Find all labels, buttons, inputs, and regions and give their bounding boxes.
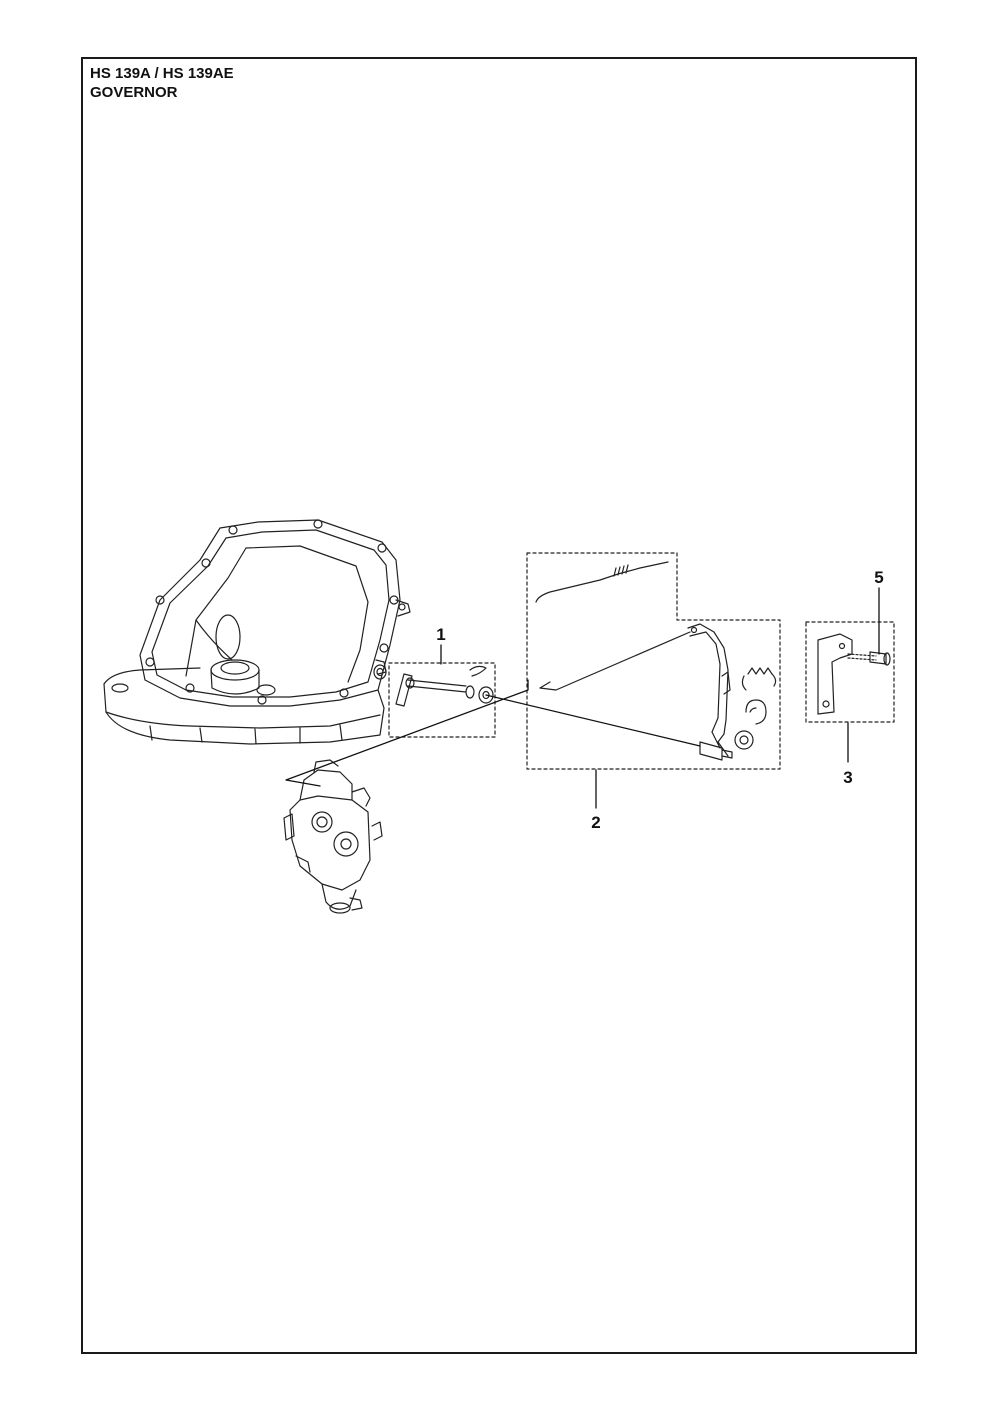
section-title: GOVERNOR <box>90 84 178 101</box>
model-title: HS 139A / HS 139AE <box>90 65 234 82</box>
callout-3: 3 <box>843 768 852 787</box>
assembly-1-governor-shaft <box>373 662 496 738</box>
callout-2: 2 <box>591 813 600 832</box>
connection-lines <box>285 587 880 809</box>
carburetor <box>283 759 383 914</box>
assembly-2-governor-arm <box>526 552 781 770</box>
crankcase-housing <box>103 519 411 745</box>
callout-1: 1 <box>436 625 445 644</box>
callout-5: 5 <box>874 568 883 587</box>
page-title: HS 139A / HS 139AE GOVERNOR <box>90 64 234 102</box>
assembly-3-bracket <box>805 621 895 723</box>
page-frame <box>81 57 917 1354</box>
